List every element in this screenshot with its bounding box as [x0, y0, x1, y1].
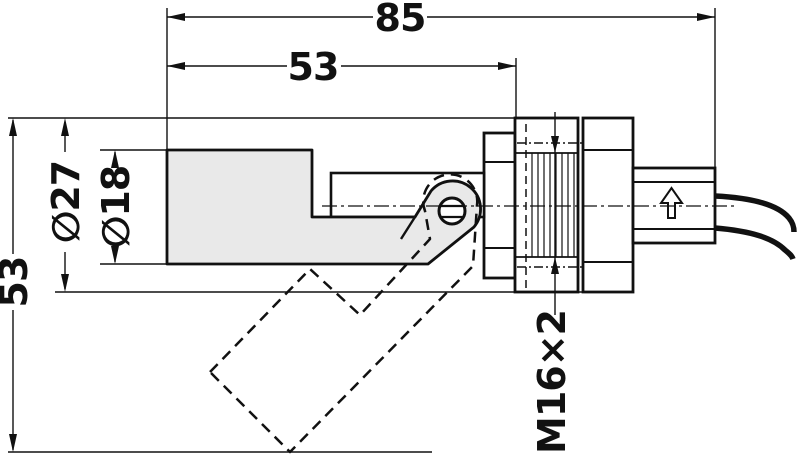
arrowhead-down-icon — [551, 136, 559, 153]
arrowhead-left-icon — [167, 13, 185, 21]
dim-label-float-length: 53 — [288, 45, 339, 89]
pivot-screw-icon — [437, 196, 467, 226]
arrowhead-up-icon — [111, 150, 119, 168]
cables — [714, 193, 797, 260]
cable-upper — [714, 193, 797, 233]
float-body — [165, 148, 482, 266]
float-assembly — [165, 148, 482, 266]
switch-body-assembly — [482, 116, 717, 294]
dim-label-body-diameter: ∅27 — [44, 161, 88, 243]
dim-thread-spec: M16×2 — [517, 112, 582, 454]
extension-lines — [8, 8, 716, 453]
hex-nut-facet-lines — [583, 149, 633, 263]
dim-body-diameter: ∅27 — [44, 118, 88, 292]
cable-lower — [714, 225, 796, 260]
dim-label-thread-spec: M16×2 — [530, 310, 574, 454]
dim-label-float-diameter: ∅18 — [94, 166, 138, 248]
arrowhead-right-icon — [697, 13, 715, 21]
thread-diameter-marks — [517, 142, 582, 268]
flange-facet-lines — [484, 161, 515, 249]
dim-label-swing-height: 53 — [0, 257, 36, 308]
dim-float-length: 53 — [167, 45, 516, 89]
arrowhead-right-icon — [498, 62, 516, 70]
arrowhead-down-icon — [9, 434, 17, 452]
hex-nut — [581, 116, 635, 294]
arrowhead-up-icon — [551, 257, 559, 274]
dim-swing-height: 53 — [0, 118, 36, 452]
arrowhead-up-icon — [9, 118, 17, 136]
thread-crest-lines — [531, 153, 575, 257]
dim-label-overall-length: 85 — [375, 0, 426, 40]
lever-edge-line — [399, 216, 417, 240]
dim-float-diameter: ∅18 — [94, 150, 138, 264]
arrowhead-down-icon — [61, 274, 69, 292]
float-tilted-dashed-outline — [208, 173, 479, 454]
dim-overall-length: 85 — [167, 0, 715, 40]
arrowhead-down-icon — [111, 246, 119, 264]
arrowhead-left-icon — [167, 62, 185, 70]
orientation-up-arrow-icon — [659, 186, 684, 219]
cable-gland-lines — [633, 181, 715, 230]
arrowhead-up-icon — [61, 118, 69, 136]
